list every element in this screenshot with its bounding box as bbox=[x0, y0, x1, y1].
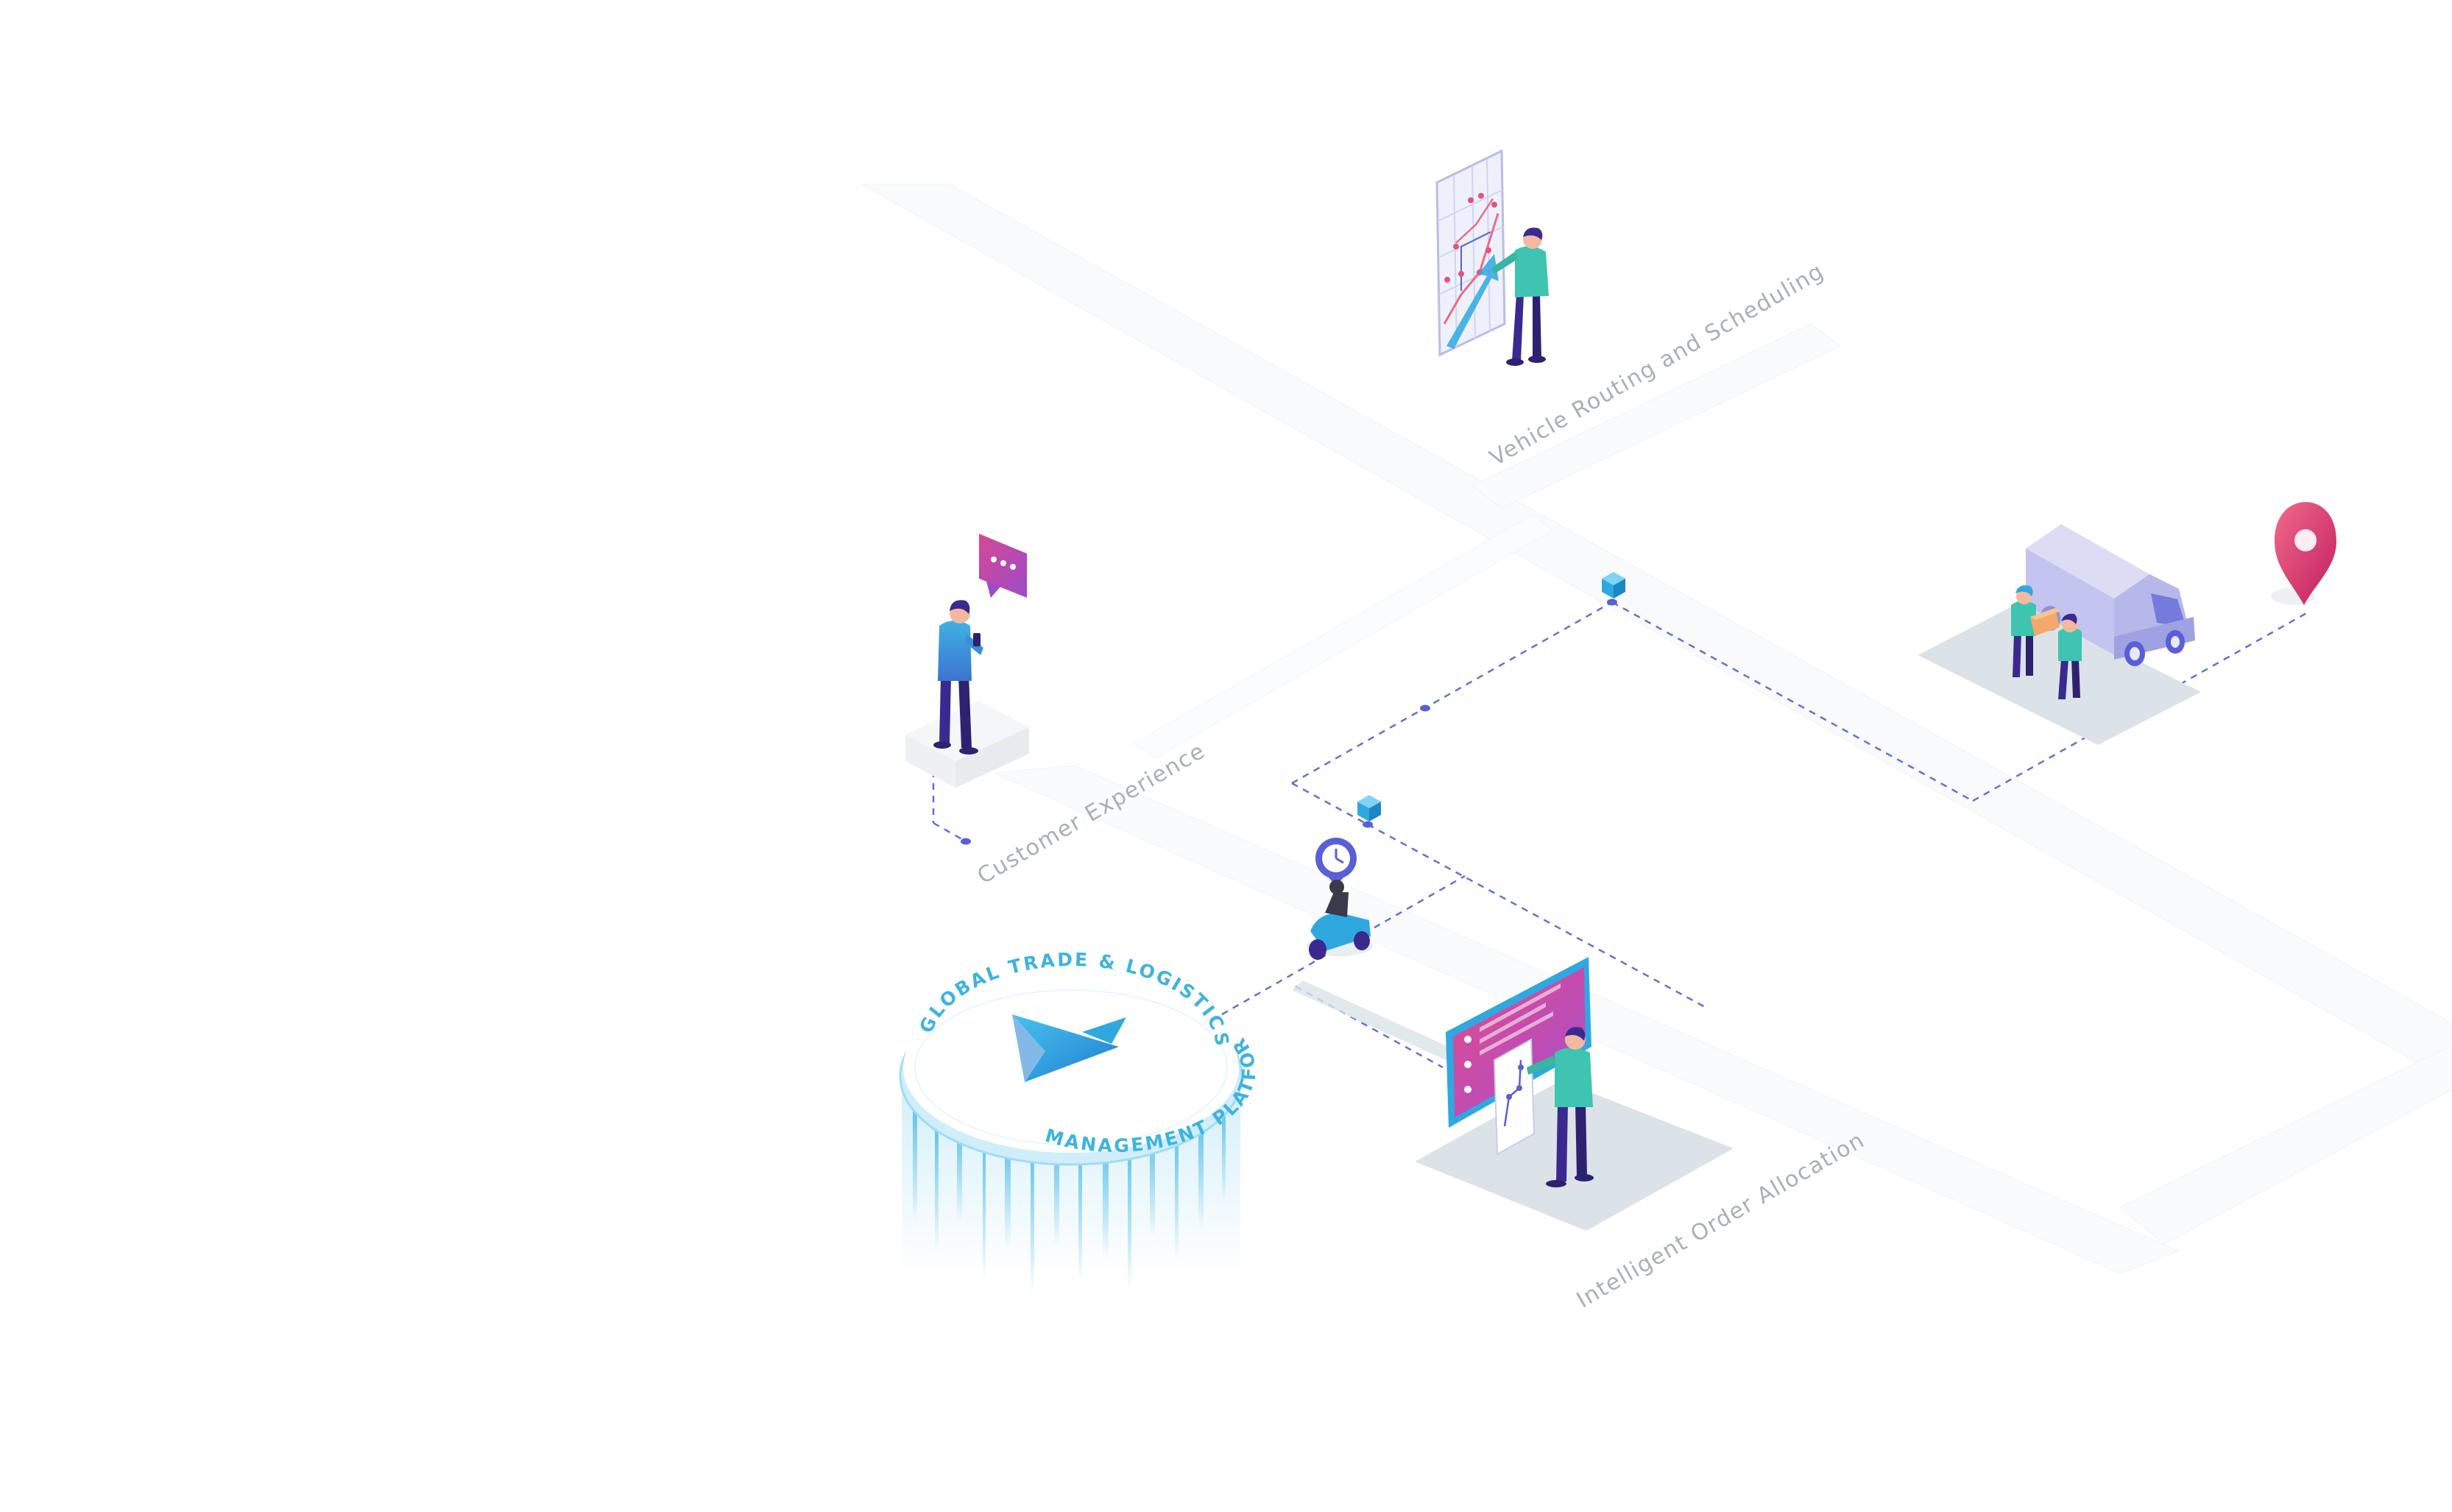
dot-customer bbox=[961, 838, 971, 845]
person-courier bbox=[2011, 585, 2061, 677]
line-hub-to-box1 bbox=[1291, 601, 1613, 785]
person-order bbox=[1527, 1027, 1594, 1187]
delivery-scooter-icon bbox=[1307, 880, 1373, 960]
location-pin-icon bbox=[2271, 502, 2336, 605]
platform-hub: GLOBAL TRADE & LOGISTICS MANAGEMENT PLAT… bbox=[0, 0, 1258, 1296]
road-band-mid bbox=[1133, 515, 1554, 759]
line-hub-to-box2 bbox=[1291, 782, 1368, 826]
line-box2-to-order bbox=[1367, 823, 1709, 1010]
clock-icon bbox=[1315, 838, 1357, 886]
dot-mid bbox=[1420, 704, 1430, 712]
route-arrow bbox=[1446, 254, 1499, 349]
package-box-icon bbox=[1602, 572, 1625, 598]
road-band-right bbox=[2119, 1045, 2452, 1245]
person-customer bbox=[933, 600, 983, 755]
line-customer-across bbox=[933, 822, 967, 843]
dot-box2 bbox=[1363, 821, 1373, 828]
person-receiver bbox=[2058, 613, 2082, 699]
delivery-tile bbox=[1918, 602, 2201, 745]
order-screen-icon bbox=[1446, 957, 1591, 1128]
line-box1-to-junction bbox=[1611, 601, 1974, 802]
route-map-icon bbox=[1435, 149, 1506, 357]
platform-top bbox=[903, 982, 1239, 1153]
package-box-icon bbox=[1357, 795, 1381, 822]
road-band-upper-right bbox=[1471, 323, 1841, 509]
order-tile bbox=[1292, 981, 1734, 1231]
paper-plane-logo-icon bbox=[1012, 1014, 1126, 1082]
road-band-top bbox=[860, 183, 2452, 1083]
dot-box1 bbox=[1607, 598, 1617, 606]
person-routing bbox=[1491, 227, 1549, 366]
chat-bubble-icon bbox=[979, 534, 1027, 598]
order-clipboard bbox=[1493, 1038, 1536, 1156]
